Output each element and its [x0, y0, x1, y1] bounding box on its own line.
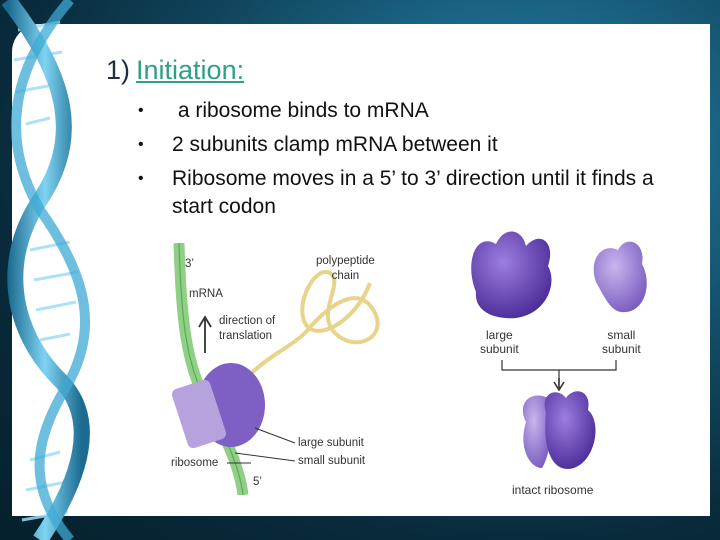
label-ribosome: ribosome: [171, 457, 219, 469]
polypeptide-chain: [223, 269, 380, 414]
ribosome-subunits-figure: large subunit small subunit intact ribos…: [456, 222, 666, 502]
label-small-subunit: small subunit: [298, 455, 366, 467]
heading-link[interactable]: Initiation:: [136, 55, 245, 85]
large-subunit-blob: [471, 231, 552, 319]
leader-line-small: [234, 452, 296, 462]
bullet-item: • a ribosome binds to mRNA: [132, 94, 692, 128]
direction-arrow-icon: [198, 315, 212, 353]
small-subunit-blob: [593, 241, 647, 313]
label-direction-line2: translation: [219, 330, 273, 342]
label-small-subunit-right: small subunit: [602, 328, 641, 356]
bullet-item: • Ribosome moves in a 5’ to 3’ direction …: [132, 162, 692, 221]
bullet-item: • 2 subunits clamp mRNA between it: [132, 128, 692, 162]
label-3-prime: 3’: [185, 258, 194, 270]
bullet-text: a ribosome binds to mRNA: [172, 99, 429, 122]
label-5-prime: 5’: [253, 476, 262, 488]
label-polypeptide-line2: chain: [331, 270, 360, 282]
label-direction: direction of translation: [219, 314, 275, 344]
label-direction-line1: direction of: [219, 315, 276, 327]
label-intact-ribosome: intact ribosome: [512, 483, 594, 497]
label-small-line2: subunit: [602, 342, 641, 356]
dna-strand-front: [1, 0, 90, 540]
ribosome-translation-figure: 3’ mRNA direction of translation polypep…: [155, 242, 390, 496]
dna-helix-decoration: [1, 0, 91, 540]
bullet-dot: •: [138, 102, 144, 119]
label-large-subunit: large subunit: [298, 437, 364, 449]
bullet-text: 2 subunits clamp mRNA between it: [172, 133, 498, 156]
label-large-line2: subunit: [480, 342, 519, 356]
label-polypeptide-line1: polypeptide: [316, 255, 375, 267]
ribosome-diagram: [171, 242, 380, 496]
label-mrna: mRNA: [189, 288, 223, 300]
bullet-dot: •: [138, 170, 144, 187]
down-arrow-icon: [553, 378, 565, 392]
heading-number: 1): [106, 55, 131, 85]
dna-strand-back: [11, 0, 91, 540]
bullet-text: Ribosome moves in a 5’ to 3’ direction u…: [172, 167, 654, 218]
label-polypeptide: polypeptide chain: [316, 254, 375, 284]
intact-ribosome-large: [544, 391, 596, 469]
leader-line-large: [254, 427, 296, 444]
label-large-line1: large: [486, 328, 513, 342]
label-small-line1: small: [607, 328, 636, 342]
subunits-diagram: [471, 231, 647, 469]
small-subunit-shape: [171, 379, 227, 449]
bullet-list: • a ribosome binds to mRNA • 2 subunits c…: [132, 94, 692, 221]
slide-heading: 1)Initiation:: [106, 55, 244, 86]
label-large-subunit-right: large subunit: [480, 328, 519, 356]
intact-ribosome-small: [522, 395, 551, 468]
bullet-dot: •: [138, 136, 144, 153]
